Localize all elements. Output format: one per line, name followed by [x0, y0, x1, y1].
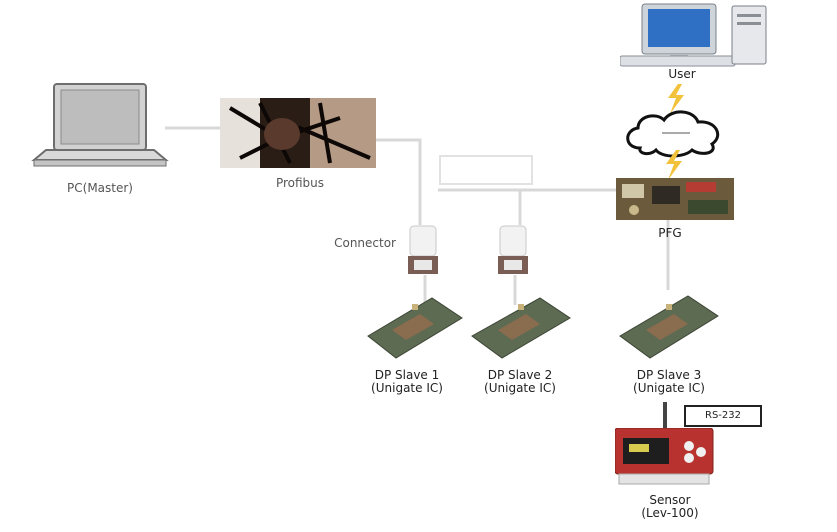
pfg-label: PFG — [658, 226, 682, 240]
pfg-board-icon — [616, 178, 734, 220]
rs232-label: RS-232 — [684, 405, 762, 427]
profibus-label: Profibus — [275, 176, 325, 190]
sensor-subtitle: (Lev-100) — [641, 506, 699, 520]
lightning-icon — [666, 150, 682, 180]
slave2-title: DP Slave 2 — [487, 368, 553, 382]
slave2-subtitle: (Unigate IC) — [484, 381, 556, 395]
connector-icon — [498, 225, 528, 274]
connector-icon — [408, 225, 438, 274]
sensor-title: Sensor — [649, 493, 691, 507]
sensor-device-icon — [615, 428, 714, 485]
slave3-title: DP Slave 3 — [636, 368, 702, 382]
pc-master-label: PC(Master) — [67, 181, 133, 195]
user-label: User — [668, 67, 696, 81]
slave3-subtitle: (Unigate IC) — [633, 381, 705, 395]
desktop-computer-icon — [620, 3, 767, 67]
slave1-subtitle: (Unigate IC) — [371, 381, 443, 395]
slave1-title: DP Slave 1 — [374, 368, 440, 382]
slave-board-icon — [619, 295, 719, 359]
bus-label-box — [439, 155, 533, 185]
laptop-icon — [31, 83, 169, 167]
slave-board-icon — [471, 297, 571, 359]
cloud-icon — [626, 110, 720, 158]
connector-label: Connector — [334, 236, 396, 250]
slave-board-icon — [367, 297, 463, 359]
lightning-icon — [668, 84, 684, 114]
profibus-photo — [220, 98, 376, 168]
